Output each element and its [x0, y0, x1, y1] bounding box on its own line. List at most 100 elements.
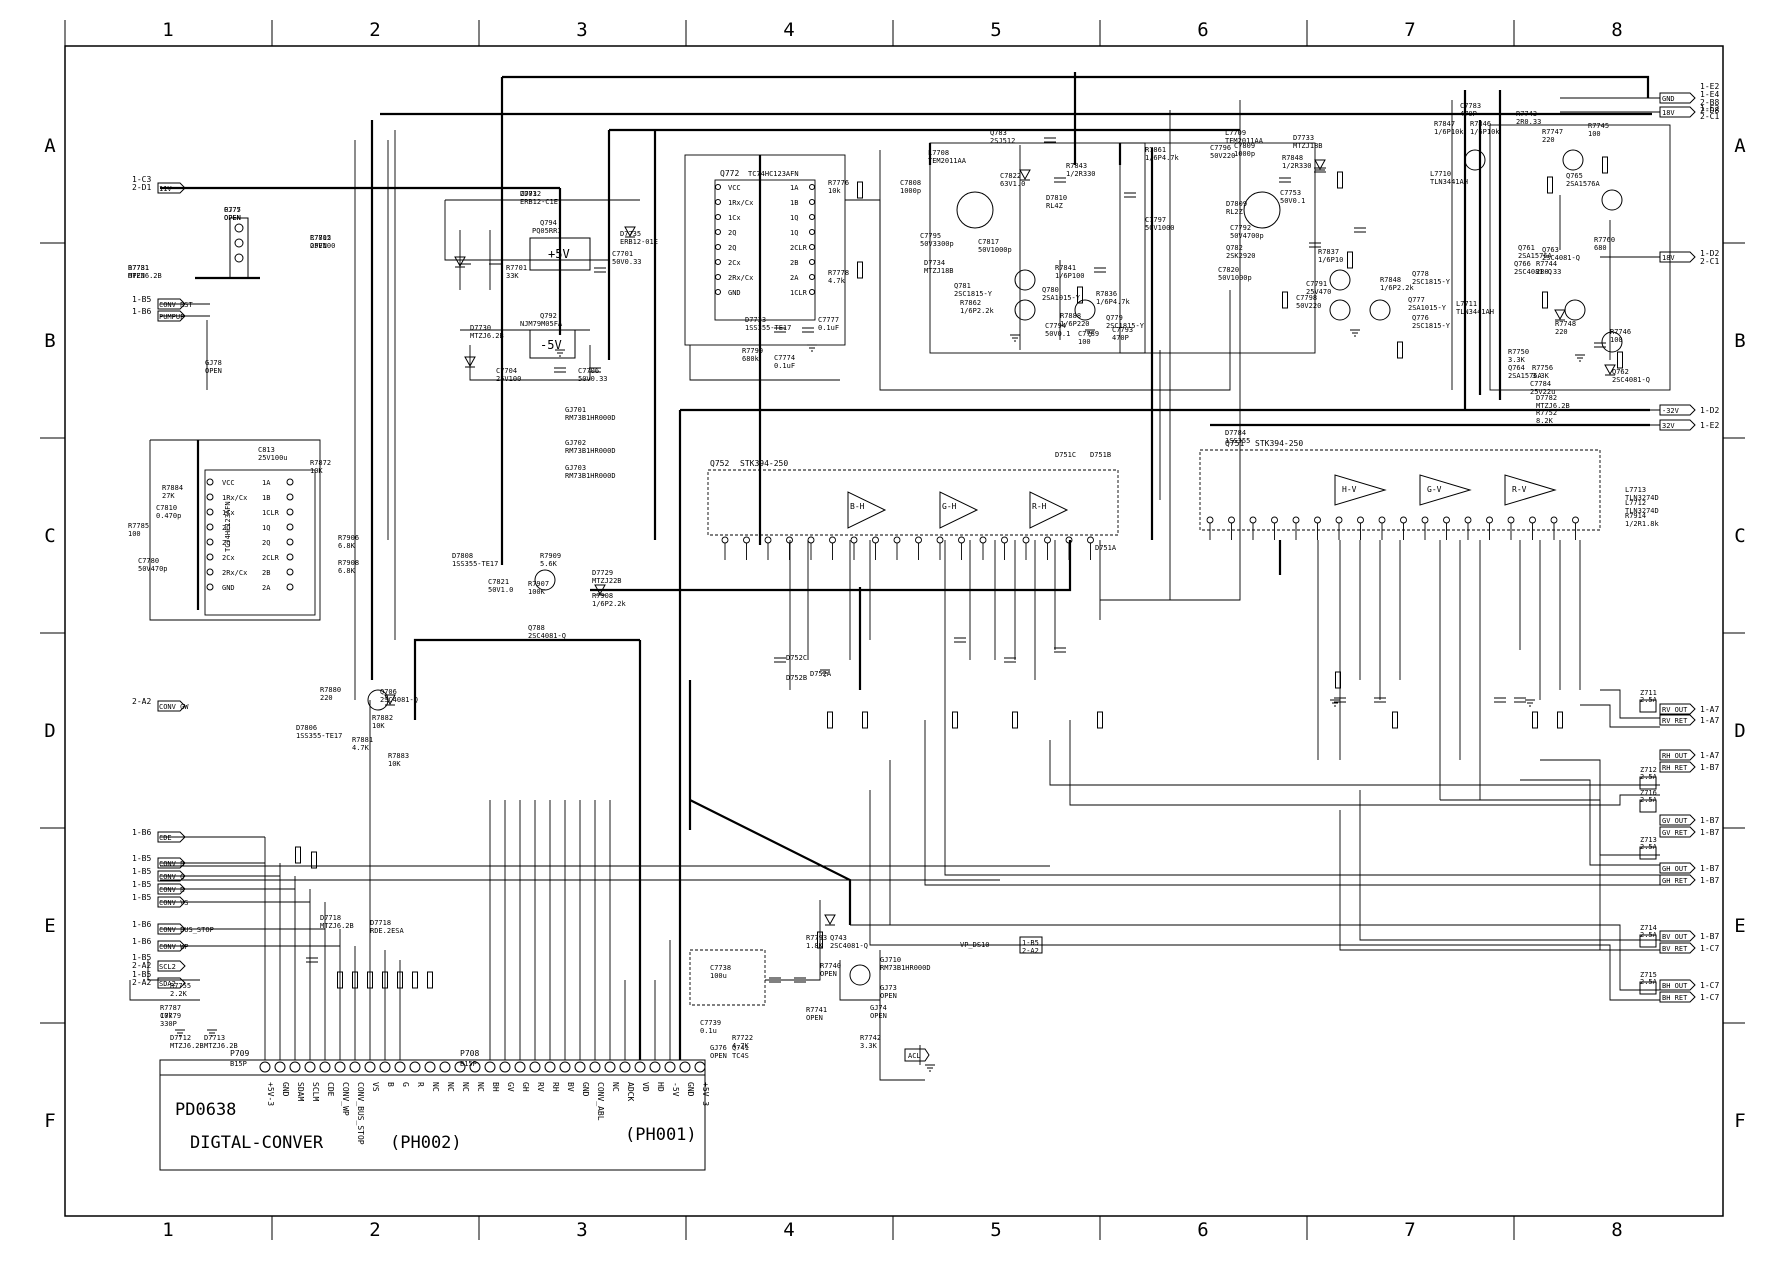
board-name: PD0638 [175, 1100, 236, 1120]
q772-pin-label: 2Q [728, 244, 736, 252]
fuse-ref: Z712 [1640, 766, 1657, 774]
q813-pin-label: 2Q [262, 539, 270, 547]
q751-pin [1249, 516, 1257, 524]
q772-pin [715, 214, 721, 220]
connector-ref: 2-A2 [132, 697, 151, 706]
q813-pin [206, 478, 214, 486]
q752-pin [850, 536, 858, 544]
component-ref: C7796 [1210, 144, 1231, 152]
component-value: 50V0.33 [578, 375, 608, 383]
q813-pin [286, 583, 294, 591]
component-ref: Q778 [1412, 270, 1429, 278]
component-value: 6.8K [338, 567, 356, 575]
q794-ref: Q794 [540, 219, 557, 227]
connector-ref: 1-E2 [1700, 104, 1719, 113]
q813-pin-label: 2Cx [222, 554, 235, 562]
connector-signal: CONV_GW [159, 703, 189, 711]
q772-pin [715, 274, 721, 280]
component-ref: C7704 [496, 367, 517, 375]
resistor-symbol [817, 931, 823, 949]
component-ref: GJ76 [710, 1044, 727, 1052]
component-ref: C7793 [1112, 326, 1133, 334]
diode-symbol [464, 356, 476, 368]
connector-ref: 2-D8 [1700, 106, 1719, 115]
connector-signal: 11V [159, 185, 172, 193]
resistor-symbol [1337, 171, 1343, 189]
connector-signal: ACL [908, 1052, 921, 1060]
connector-ref: 1-B5 [132, 893, 151, 902]
component-value: OPEN [310, 242, 327, 250]
component-ref: C7795 [920, 232, 941, 240]
resistor-symbol [367, 971, 373, 989]
component-value: 50V4700p [1230, 232, 1264, 240]
p708-pin-label: CONV_ABL [596, 1082, 605, 1121]
component-value: 2SA1576A [1518, 252, 1553, 260]
component-label: D751A [1095, 544, 1117, 552]
p708-pin-label: GH [521, 1082, 530, 1092]
p708-pin: ADCK [619, 1061, 635, 1101]
component-label: ZD01 [520, 190, 537, 198]
row-label-left: E [44, 915, 55, 937]
resistor-symbol [1012, 711, 1018, 729]
component-ref: Q706 [380, 688, 397, 696]
component-ref: R7799 [742, 347, 763, 355]
component-bodies [159, 149, 1657, 1171]
connector-signal: RH_OUT [1662, 752, 1688, 760]
component-value: 4.7K [352, 744, 370, 752]
column-label-top: 1 [162, 19, 173, 41]
p708-pin: NC [604, 1061, 620, 1092]
q751-ref: Q751 [1225, 439, 1244, 448]
connector-signal: 18V [1662, 254, 1675, 262]
q751-pin [1292, 516, 1300, 524]
q794-label: +5V [548, 247, 570, 261]
q772-pin [715, 229, 721, 235]
component-ref: D7810 [1046, 194, 1067, 202]
ground-symbol [1085, 329, 1095, 337]
component-ref: D7735 [620, 230, 641, 238]
component-ref: GJ73 [880, 984, 897, 992]
component-ref: D752A [810, 670, 832, 678]
component-value: 50V470p [138, 565, 168, 573]
p708-pin-label: ADCK [626, 1082, 635, 1101]
q752-pin [936, 536, 944, 544]
component-value: 2SC1815-Y [1412, 278, 1451, 286]
component-ref: D7808 [452, 552, 473, 560]
component-ref: L7709 [1225, 129, 1246, 137]
component-ref: D751C [1055, 451, 1076, 459]
row-label-right: B [1734, 330, 1745, 352]
component-value: 1/2R1.8k [1625, 520, 1660, 528]
p708-pin: GH [514, 1061, 530, 1092]
q751-pin [1400, 516, 1407, 524]
component-value: MTZJ6.2B [204, 1042, 238, 1050]
component-ref: L7712 [1625, 499, 1646, 507]
connector-ref: 1-A7 [1700, 705, 1719, 714]
column-label-bottom: 8 [1611, 1219, 1622, 1241]
component-value: 2SC4081-Q [830, 942, 868, 950]
q813-pin [206, 538, 214, 546]
component-value: TLN3274D [1625, 494, 1659, 502]
connector-ref: 2-A2 [132, 978, 151, 987]
connector-signal: 32V [1662, 422, 1675, 430]
component-value: 2SC1815-Y [1106, 322, 1145, 330]
